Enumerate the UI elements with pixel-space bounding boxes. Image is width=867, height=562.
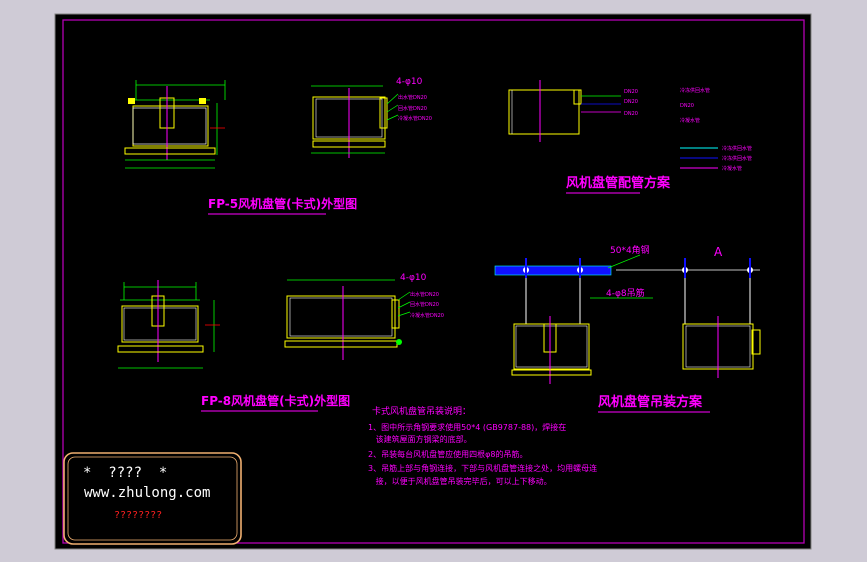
fp8-side-view bbox=[284, 279, 411, 360]
piping-title: 风机盘管配管方案 bbox=[566, 175, 671, 191]
notes-line-3: 2、吊装每台风机盘管应使用四根φ8的吊筋。 bbox=[368, 449, 527, 459]
watermark-line-3: ???????? bbox=[114, 510, 162, 521]
view-a-label: A bbox=[714, 245, 723, 259]
hanging-title: 风机盘管吊装方案 bbox=[598, 394, 703, 410]
fp5-title: FP-5风机盘管(卡式)外型图 bbox=[208, 196, 357, 211]
fp8-holes-callout: 4-φ10 bbox=[400, 273, 427, 283]
piping-note-3: 冷凝水管 bbox=[680, 117, 700, 124]
fp8-pipe-label-1: 出水管DN20 bbox=[410, 291, 439, 298]
installation-notes: 卡式风机盘管吊装说明： 1、图中所示角钢要求使用50*4 (GB9787-88)… bbox=[368, 405, 597, 486]
fp8-front-view bbox=[117, 280, 220, 369]
fp5-pipe-label-1: 出水管DN20 bbox=[398, 94, 427, 101]
watermark-url: www.zhulong.com bbox=[84, 485, 210, 501]
piping-legend-3: 冷凝水管 bbox=[722, 165, 742, 172]
notes-line-1: 1、图中所示角钢要求使用50*4 (GB9787-88)，焊接在 bbox=[368, 422, 566, 432]
fp5-front-view bbox=[124, 80, 226, 169]
sheet-border bbox=[62, 19, 805, 544]
angle-steel-callout: 50*4角钢 bbox=[610, 244, 650, 256]
fp5-pipe-label-2: 回水管DN20 bbox=[398, 105, 427, 112]
piping-legend-1: 冷冻供回水管 bbox=[722, 145, 752, 152]
watermark-box: * ???? * www.zhulong.com ???????? bbox=[63, 452, 242, 545]
fp5-holes-callout: 4-φ10 bbox=[396, 77, 423, 87]
notes-line-4: 3、吊筋上部与角钢连接，下部与风机盘管连接之处，均用螺母连 bbox=[368, 463, 597, 473]
piping-dn-1: DN20 bbox=[624, 89, 638, 95]
fp8-pipe-label-2: 回水管DN20 bbox=[410, 301, 439, 308]
notes-line-2: 该建筑屋面方钢梁的底部。 bbox=[368, 434, 472, 444]
fp5-side-view bbox=[311, 85, 399, 158]
fp8-title: FP-8风机盘管(卡式)外型图 bbox=[201, 393, 350, 408]
notes-title: 卡式风机盘管吊装说明： bbox=[372, 405, 471, 417]
hanging-diagram bbox=[494, 254, 761, 384]
piping-diagram bbox=[508, 80, 718, 169]
piping-note-1: 冷冻供回水管 bbox=[680, 87, 710, 94]
notes-line-5: 接，以便于风机盘管吊装完毕后，可以上下移动。 bbox=[368, 476, 552, 486]
piping-note-2: DN20 bbox=[680, 103, 694, 109]
fp8-pipe-label-3: 冷凝水管DN20 bbox=[410, 312, 444, 319]
piping-dn-2: DN20 bbox=[624, 99, 638, 105]
fp5-pipe-label-3: 冷凝水管DN20 bbox=[398, 115, 432, 122]
piping-dn-3: DN20 bbox=[624, 111, 638, 117]
piping-legend-2: 冷冻供回水管 bbox=[722, 155, 752, 162]
watermark-line-1: * ???? * bbox=[83, 465, 167, 481]
rod-callout: 4-φ8吊筋 bbox=[606, 287, 645, 299]
